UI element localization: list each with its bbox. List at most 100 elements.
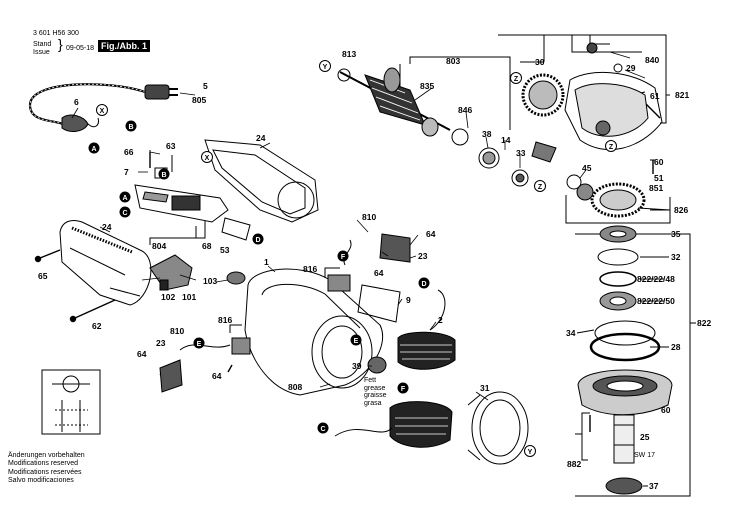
brush-holders: [179, 239, 352, 355]
note-es: Salvo modificaciones: [8, 477, 74, 485]
svg-text:X: X: [205, 155, 210, 162]
marker-e-housing: E: [350, 334, 362, 346]
clamping-rings: [589, 320, 661, 362]
svg-text:Y: Y: [528, 449, 533, 456]
label-102: 102: [161, 292, 176, 302]
label-38: 38: [482, 129, 492, 139]
switch-assembly: [134, 150, 251, 241]
spindle: [613, 414, 635, 464]
label-45: 45: [582, 163, 592, 173]
svg-text:B: B: [161, 172, 166, 179]
label-60-lower: 60: [661, 405, 671, 415]
note-de: Änderungen vorbehalten: [8, 452, 85, 459]
marker-e-left: E: [193, 337, 205, 349]
label-39: 39: [352, 361, 362, 371]
svg-text:E: E: [354, 338, 359, 345]
label-822: 822: [697, 318, 712, 328]
label-37: 37: [649, 481, 659, 491]
label-64-left: 64: [137, 349, 147, 359]
marker-b-cord: B: [125, 120, 137, 132]
part-number: 3 601 H56 300: [33, 30, 79, 37]
svg-text:C: C: [320, 426, 325, 433]
trigger-lever: [149, 254, 193, 291]
svg-text:F: F: [341, 254, 346, 261]
marker-d-switch: D: [252, 233, 264, 245]
label-9: 9: [406, 295, 411, 305]
marker-c-switch: C: [119, 206, 131, 218]
marker-f-upper: F: [337, 250, 349, 262]
field-coil: [389, 289, 456, 448]
marker-z-housing: Z: [605, 140, 617, 152]
label-835: 835: [420, 81, 435, 91]
marker-x-housing: X: [201, 151, 213, 163]
clamping-nut: [605, 477, 643, 495]
label-822-22-50: 822/22/50: [637, 296, 675, 306]
marker-f-lower: F: [397, 382, 409, 394]
label-7: 7: [124, 167, 129, 177]
marker-a-cord: A: [88, 142, 100, 154]
gear-housing: [564, 42, 663, 151]
svg-text:C: C: [122, 210, 127, 217]
label-101: 101: [182, 292, 197, 302]
label-5: 5: [203, 81, 208, 91]
label-63: 63: [166, 141, 176, 151]
label-846: 846: [458, 105, 473, 115]
label-24-lower: 24: [102, 222, 112, 232]
label-25: 25: [640, 432, 650, 442]
label-28: 28: [671, 342, 681, 352]
svg-text:Z: Z: [609, 144, 614, 151]
label-64-upper: 64: [426, 229, 436, 239]
marker-y-armature: Y: [319, 60, 331, 72]
label-53: 53: [220, 245, 230, 255]
label-64-mid: 64: [374, 268, 384, 278]
label-64-bottom: 64: [212, 371, 222, 381]
label-822-22-48: 822/22/48: [637, 274, 675, 284]
svg-text:Y: Y: [323, 64, 328, 71]
label-31: 31: [480, 383, 490, 393]
label-51: 51: [654, 173, 664, 183]
gasket: [357, 284, 401, 323]
end-cap: [467, 391, 529, 465]
label-34: 34: [566, 328, 576, 338]
connecting-cable: [334, 427, 393, 437]
svg-text:X: X: [100, 108, 105, 115]
label-805: 805: [192, 95, 207, 105]
label-62: 62: [92, 321, 102, 331]
label-808: 808: [288, 382, 303, 392]
handle-housing-upper: [204, 139, 319, 223]
label-29: 29: [626, 63, 636, 73]
svg-text:B: B: [128, 124, 133, 131]
label-103: 103: [203, 276, 218, 286]
label-32: 32: [671, 252, 681, 262]
label-840: 840: [645, 55, 660, 65]
label-6: 6: [74, 97, 79, 107]
power-cord: [28, 83, 178, 132]
label-66: 66: [124, 147, 134, 157]
svg-text:Z: Z: [514, 76, 519, 83]
label-61: 61: [650, 91, 660, 101]
spiral-gear: [566, 174, 646, 218]
marker-z-bearing: Z: [534, 180, 546, 192]
label-816-upper: 816: [303, 264, 318, 274]
armature: [337, 67, 451, 137]
marker-b-switch: B: [158, 168, 170, 180]
handle-housing-lower: [59, 219, 152, 306]
revision-notes: Änderungen vorbehalten Modifications res…: [8, 452, 85, 486]
label-23-upper: 23: [418, 251, 428, 261]
marker-a-switch: A: [119, 191, 131, 203]
label-23-lower: 23: [156, 338, 166, 348]
svg-text:D: D: [421, 281, 426, 288]
marker-y-endcap: Y: [524, 445, 536, 457]
svg-text:Z: Z: [538, 184, 543, 191]
wiring-inset: [41, 369, 101, 435]
label-33: 33: [516, 148, 526, 158]
label-1: 1: [264, 257, 269, 267]
label-826: 826: [674, 205, 689, 215]
label-851: 851: [649, 183, 664, 193]
note-fr: Modifications reservées: [8, 468, 82, 476]
bearings-top: [451, 128, 557, 187]
label-30: 30: [535, 57, 545, 67]
